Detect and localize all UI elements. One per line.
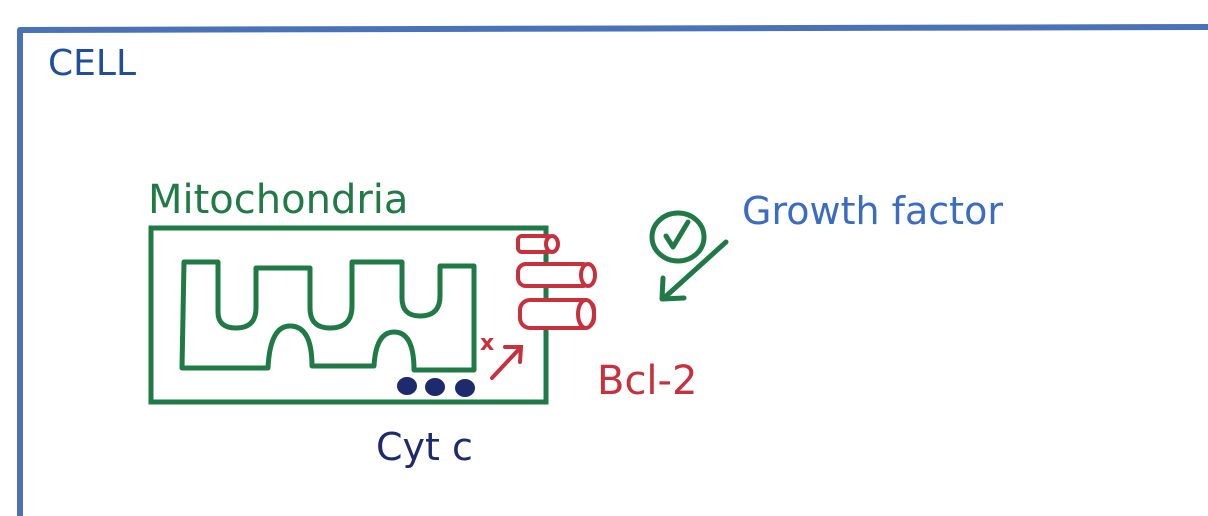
cyt-c-label: Cyt c: [376, 425, 473, 469]
block-mark: x: [480, 331, 494, 356]
mitochondria-label: Mitochondria: [148, 177, 408, 223]
cyt-c-molecules: [397, 377, 475, 397]
growth-factor-arrow: [659, 239, 729, 302]
check-circle-icon: [649, 210, 707, 264]
bcl2-cylinder: [516, 262, 597, 288]
bcl2-label: Bcl-2: [597, 358, 697, 404]
cell-boundary: [17, 24, 1208, 516]
bcl2-channels: [516, 234, 597, 330]
cyt-c-dot: [455, 379, 475, 397]
cyt-c-dot: [425, 378, 445, 396]
mitochondria-cristae: [179, 259, 477, 373]
bcl2-cylinder: [516, 234, 560, 254]
release-arrow: [490, 345, 524, 380]
bcl2-cylinder: [518, 298, 596, 330]
cell-label: CELL: [48, 43, 136, 84]
cyt-c-dot: [397, 377, 417, 395]
growth-factor-label: Growth factor: [742, 189, 1003, 233]
